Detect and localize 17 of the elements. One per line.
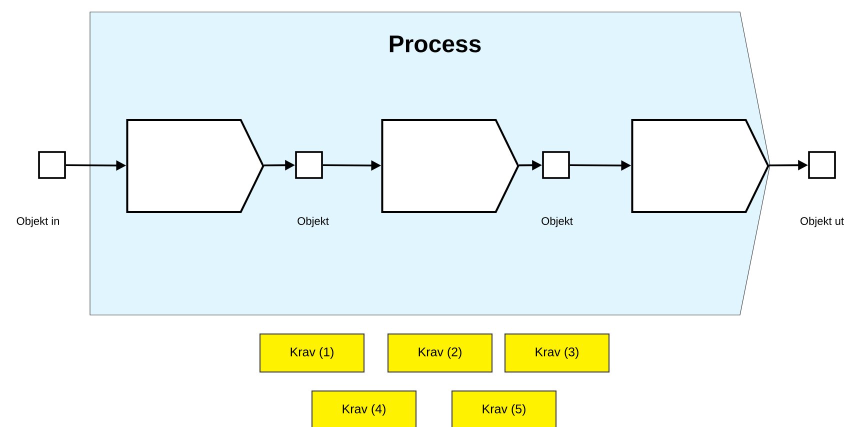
object-label: Objekt bbox=[542, 216, 573, 228]
requirement-box: Krav (4) bbox=[312, 390, 416, 427]
process-step bbox=[631, 119, 770, 213]
object-square bbox=[295, 151, 323, 179]
object-square bbox=[808, 151, 836, 179]
object-label: Objekt ut bbox=[800, 216, 844, 228]
requirement-box: Krav (2) bbox=[388, 334, 492, 372]
requirement-box: Krav (5) bbox=[452, 390, 556, 427]
process-step bbox=[126, 119, 264, 213]
requirement-box: Krav (1) bbox=[260, 334, 364, 372]
requirement-box: Krav (3) bbox=[504, 334, 610, 372]
object-square bbox=[542, 151, 570, 179]
object-label: Objekt in bbox=[16, 216, 59, 228]
process-step bbox=[381, 119, 520, 213]
object-square bbox=[38, 151, 66, 179]
object-label: Objekt bbox=[298, 216, 329, 228]
title: Process bbox=[390, 36, 481, 52]
